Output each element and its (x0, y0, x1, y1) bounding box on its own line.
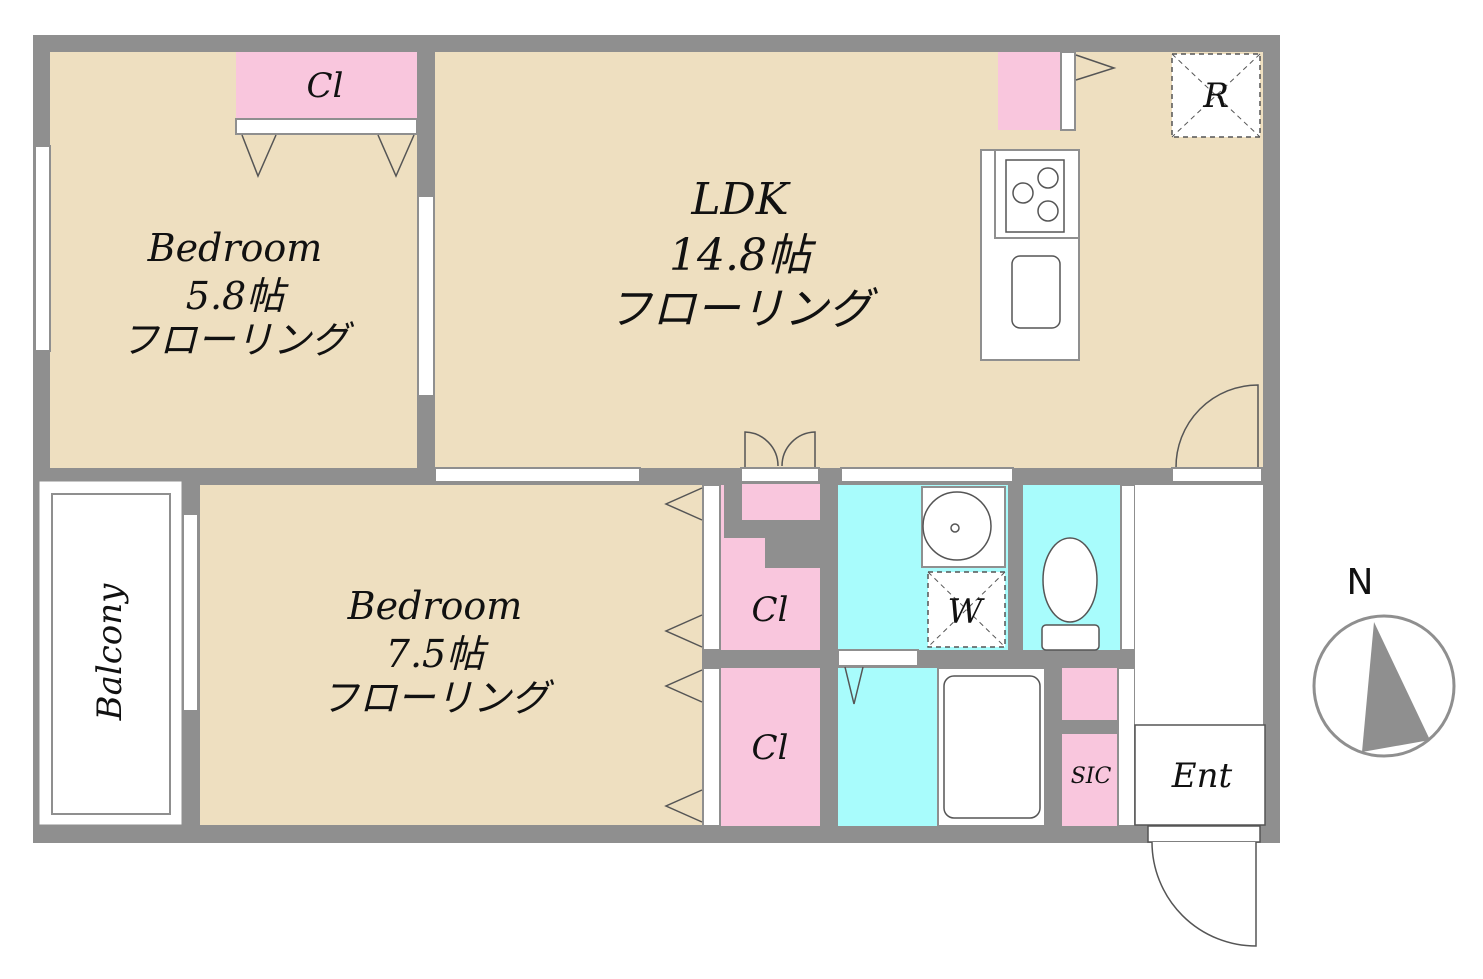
storage-door (740, 467, 820, 483)
closet-mid-door (702, 484, 721, 651)
closet-top-door-swing (241, 134, 277, 178)
shoe-closet-upper (1062, 668, 1118, 720)
closet-mid-swing-1 (664, 487, 703, 521)
fridge-diag-2 (1171, 53, 1261, 138)
closet-mid-label: Cl (751, 590, 789, 630)
bedroom1-floor-type: フローリング (120, 318, 349, 362)
ldk-pantry (998, 52, 1060, 130)
closet-low-swing-1 (664, 669, 703, 703)
ldk-name: LDK (691, 174, 789, 225)
closet-top (236, 52, 417, 120)
ldk-pantry-door (1060, 51, 1076, 131)
bathroom-door (837, 649, 919, 667)
bedroom1-window (34, 145, 51, 352)
storage-door-swing-right (781, 431, 816, 468)
bedroom1-size: 5.8帖 (185, 274, 285, 318)
bathtub (943, 675, 1041, 819)
ldk-entry-door (1171, 467, 1263, 483)
bedroom1-sliding-door (417, 195, 435, 397)
bathroom-door-swing (844, 666, 864, 705)
burner-1 (1012, 182, 1034, 204)
entrance-label: Ent (1171, 756, 1233, 796)
toilet-bowl (1042, 537, 1098, 623)
balcony-label: Balcony (90, 583, 130, 721)
burner-3 (1037, 200, 1059, 222)
entrance-step (1147, 825, 1261, 843)
closet-low-label: Cl (751, 728, 789, 768)
closet-mid (720, 485, 820, 650)
hallway-floor (1135, 485, 1263, 725)
ldk-entry-door-swing (1175, 384, 1259, 469)
closet-top-door (235, 118, 418, 135)
closet-top-label: Cl (306, 66, 344, 106)
fridge-diag-1 (1171, 53, 1261, 138)
ldk-size: 14.8帖 (669, 230, 811, 281)
bedroom2-name: Bedroom (347, 584, 523, 628)
entrance-floor (1134, 724, 1266, 826)
shoe-closet-lower (1062, 734, 1118, 826)
closet-low (720, 668, 820, 826)
toilet-door (1120, 484, 1136, 651)
washer-space (927, 571, 1006, 648)
toilet-tank (1041, 624, 1100, 651)
stove (1005, 159, 1065, 233)
ldk-floor-type: フローリング (608, 284, 872, 335)
sink (1011, 255, 1061, 329)
bedroom1-name: Bedroom (147, 226, 323, 270)
closet-mid-swing-2 (664, 614, 703, 648)
washroom-sliding-door (840, 467, 1014, 483)
pantry-door-swing (1075, 54, 1117, 81)
refrigerator-label: R (1203, 76, 1229, 116)
washbasin (922, 491, 992, 561)
entry-door-swing (1151, 841, 1257, 947)
closet-low-door (702, 667, 721, 827)
bedroom2-window (182, 513, 199, 712)
storage-small (742, 484, 820, 520)
north-label: N (1346, 562, 1374, 603)
closet-top-door-swing-2 (377, 134, 415, 178)
closet-low-swing-2 (664, 789, 703, 823)
burner-2 (1037, 167, 1059, 189)
balcony-inner (51, 493, 171, 815)
bedroom2-size: 7.5帖 (385, 632, 485, 676)
compass-needle (1362, 622, 1430, 752)
bedroom2-floor (200, 485, 702, 825)
storage-door-swing-left (744, 431, 779, 468)
ldk-floor (435, 52, 1263, 468)
shoe-closet-door (1117, 667, 1136, 827)
washer-label: W (947, 592, 983, 632)
drain (950, 523, 960, 533)
bedroom2-sliding-door (434, 467, 641, 483)
shoe-closet-label: SIC (1070, 764, 1112, 789)
bedroom2-floor-type: フローリング (320, 676, 549, 720)
